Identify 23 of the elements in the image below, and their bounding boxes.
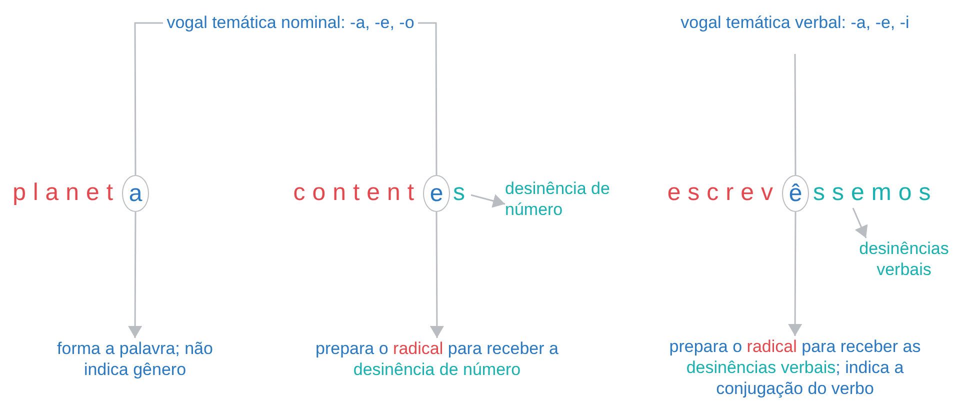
arrow xyxy=(128,212,142,338)
word-radical: escrev xyxy=(667,178,780,208)
theme-vowel-caption: vogal temática nominal: -a, -e, -o xyxy=(163,12,418,54)
function-description: forma a palavra; não indica gênero xyxy=(40,338,230,380)
circled-vowel: e xyxy=(423,175,450,212)
connector-line xyxy=(418,22,438,175)
word-radical: content xyxy=(293,178,421,208)
function-description: prepara o radical para receber a desinência de número xyxy=(281,338,593,380)
ending-note: desinência de número xyxy=(505,178,617,220)
word-ending: s xyxy=(453,178,471,208)
connector-line xyxy=(794,54,796,175)
circled-vowel: a xyxy=(122,175,149,212)
arrow xyxy=(470,194,506,208)
connector-line xyxy=(134,22,163,175)
theme-vowel-caption: vogal temática verbal: -a, -e, -i xyxy=(680,12,910,54)
arrow xyxy=(788,212,802,336)
circled-vowel: ê xyxy=(782,175,809,212)
function-description: prepara o radical para receber as desinências verbais; indica a conjugação do verbo xyxy=(645,336,945,399)
word-radical: planet xyxy=(12,178,120,208)
arrow xyxy=(430,212,444,338)
ending-note: desinências verbais xyxy=(848,238,960,280)
arrow xyxy=(852,208,868,238)
word-ending: ssemos xyxy=(813,178,931,208)
